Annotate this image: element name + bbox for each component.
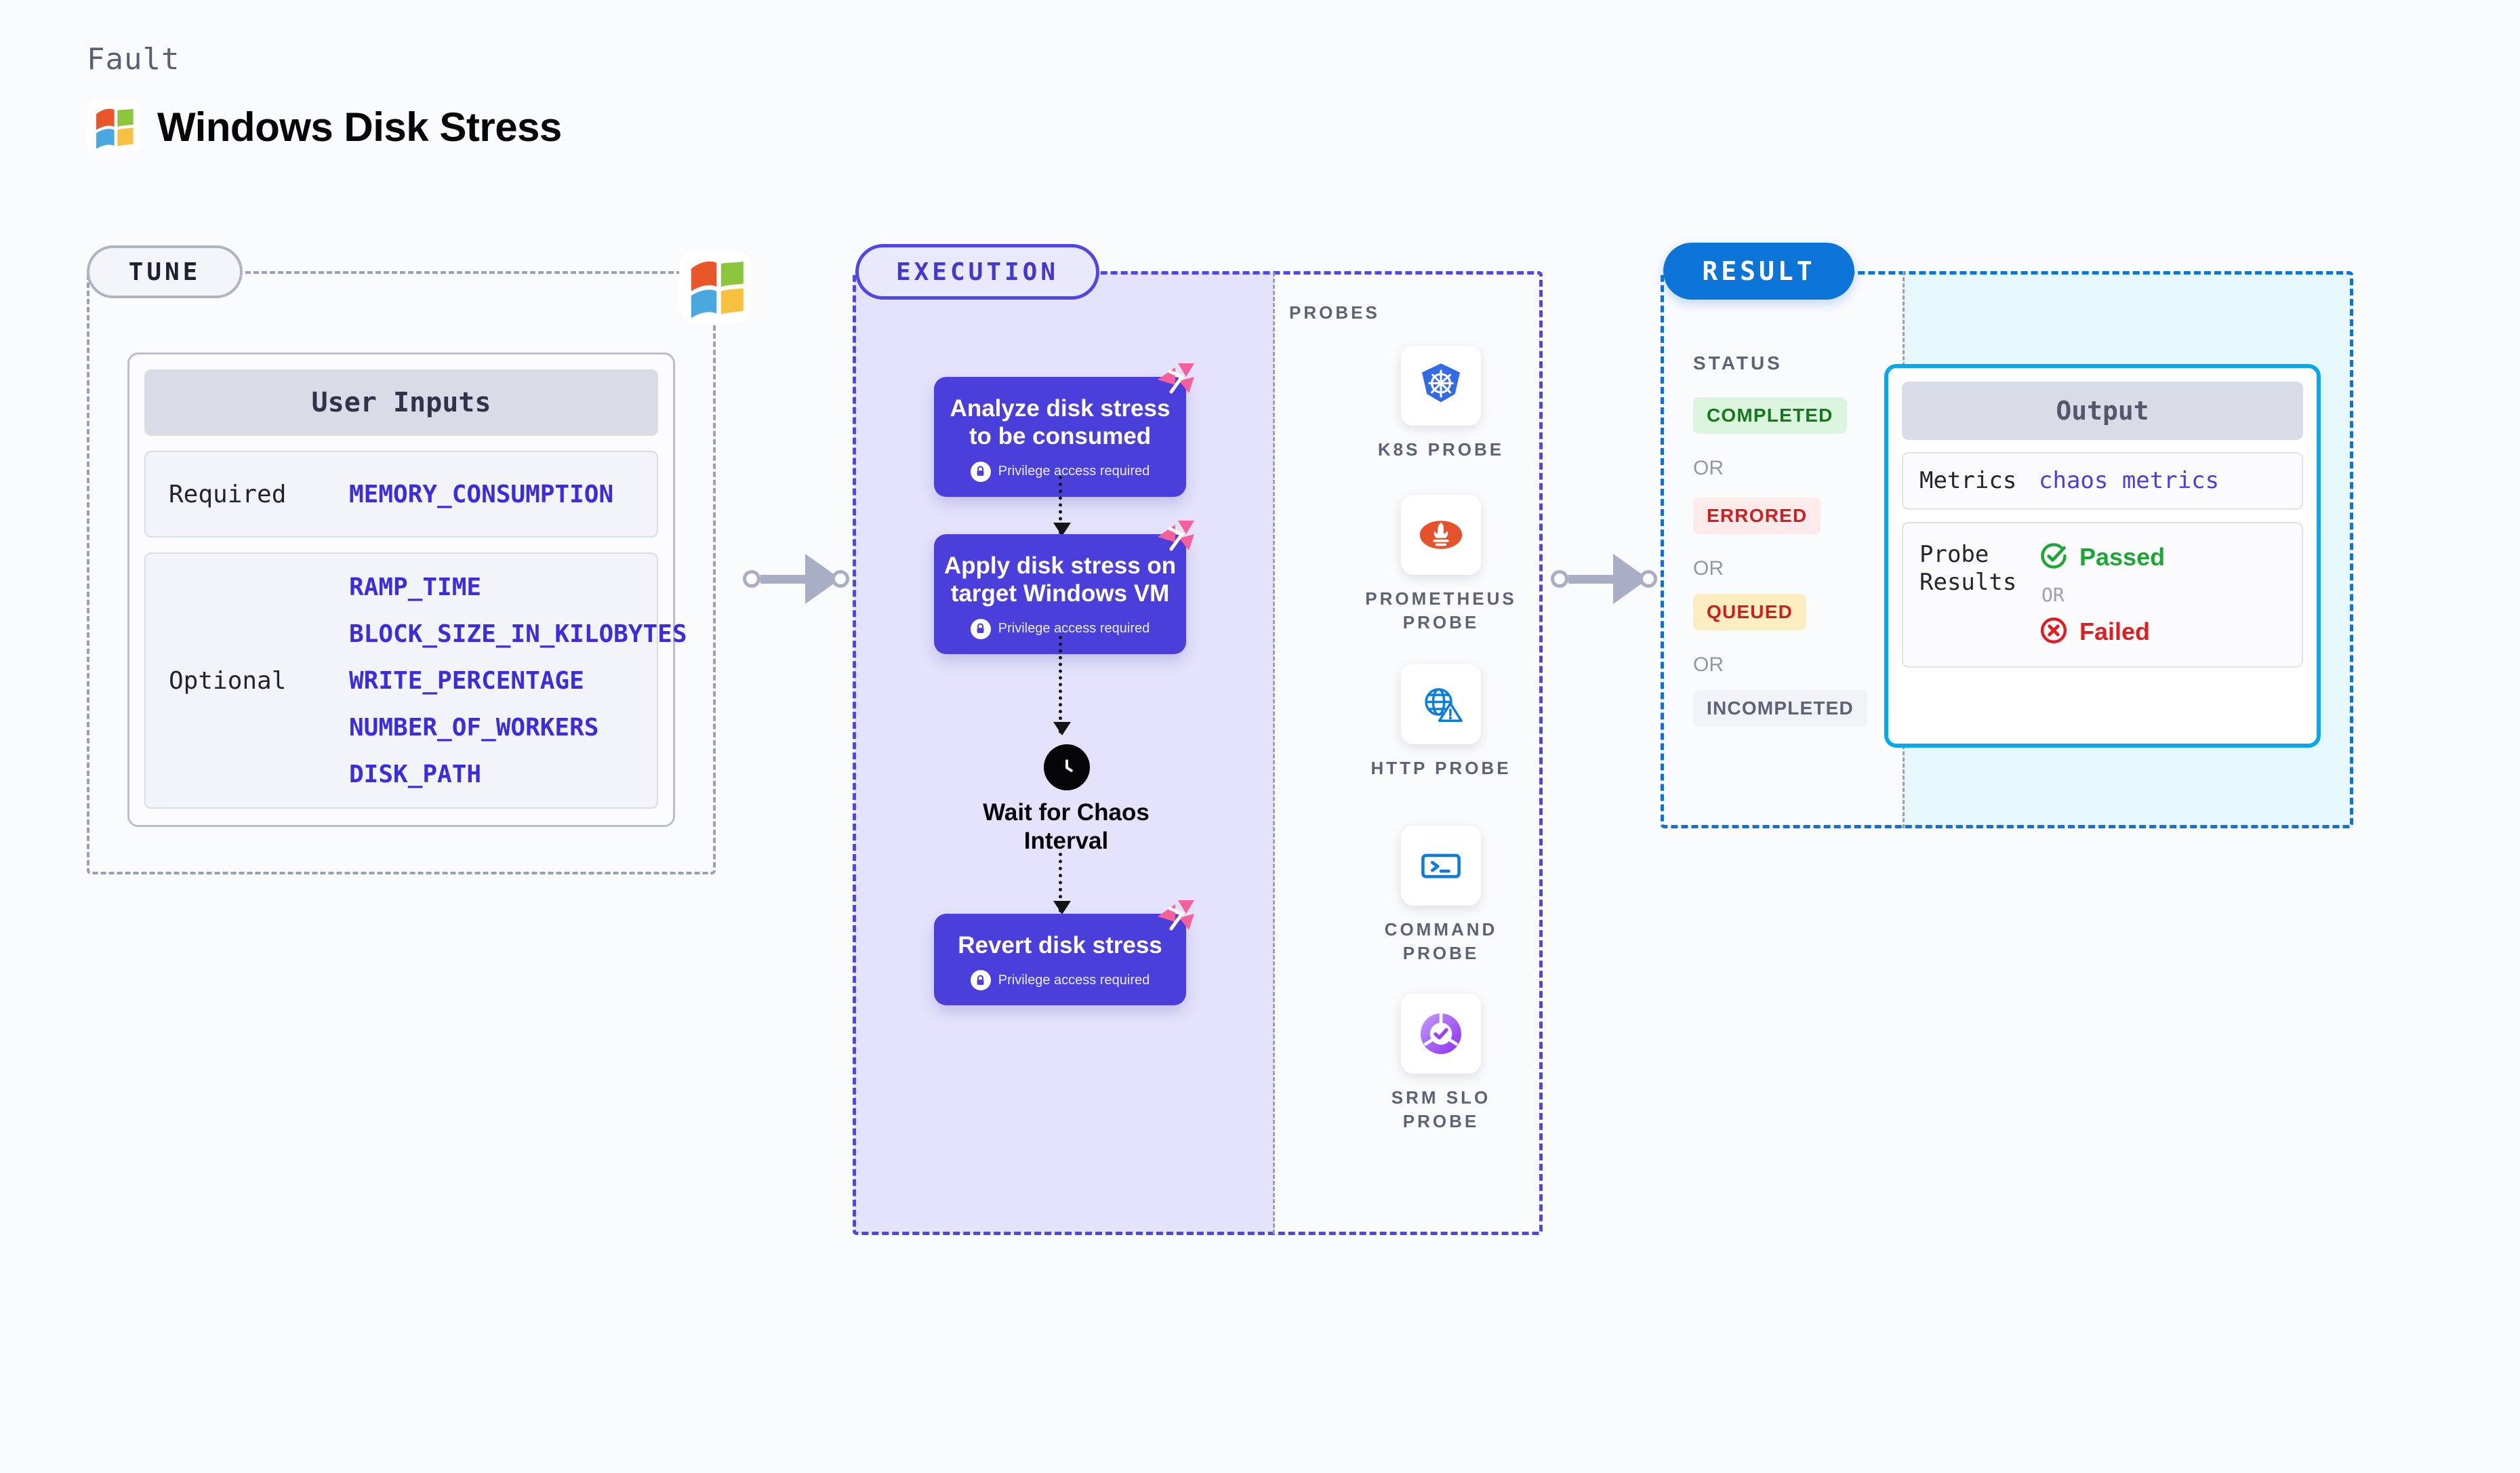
result-panel-border bbox=[1661, 271, 2353, 828]
failed-label: Failed bbox=[2079, 618, 2151, 646]
execution-pill-label: EXECUTION bbox=[855, 244, 1099, 300]
probe-item-k8s[interactable]: K8S PROBE bbox=[1360, 346, 1522, 462]
probe-item-http[interactable]: HTTP PROBE bbox=[1360, 664, 1522, 780]
litmus-chaos-icon bbox=[1155, 362, 1197, 401]
user-inputs-title: User Inputs bbox=[144, 369, 658, 436]
lock-icon bbox=[970, 970, 991, 991]
step-privilege-note: Privilege access required bbox=[970, 970, 1150, 991]
clock-icon bbox=[1044, 744, 1090, 790]
flow-arrow-1 bbox=[1053, 476, 1071, 536]
required-label: Required bbox=[169, 480, 287, 508]
status-badge-completed: COMPLETED bbox=[1693, 397, 1847, 434]
connector-execution-to-result bbox=[1551, 546, 1666, 611]
tune-pill-label: TUNE bbox=[87, 245, 243, 298]
metrics-value: chaos metrics bbox=[2039, 467, 2220, 495]
page-header: Windows Disk Stress bbox=[87, 100, 562, 153]
status-badge-incompleted: INCOMPLETED bbox=[1693, 690, 1867, 727]
required-inputs-row: Required MEMORY_CONSUMPTION bbox=[144, 451, 658, 538]
step-privilege-text: Privilege access required bbox=[998, 621, 1150, 637]
connector-tune-to-execution bbox=[743, 546, 858, 611]
srm-slo-icon bbox=[1401, 994, 1481, 1074]
required-values: MEMORY_CONSUMPTION bbox=[349, 481, 613, 508]
connector-start-dot bbox=[1551, 570, 1568, 588]
step-privilege-note: Privilege access required bbox=[970, 618, 1150, 639]
probe-results-label-text: Probe Results bbox=[1919, 540, 2017, 596]
probe-label: HTTP PROBE bbox=[1370, 758, 1511, 778]
check-circle-icon bbox=[2039, 541, 2069, 574]
probe-label: K8S PROBE bbox=[1377, 439, 1505, 460]
status-badge-queued: QUEUED bbox=[1693, 594, 1806, 630]
tune-panel-border bbox=[87, 271, 716, 874]
probe-results-label: Probe Results bbox=[1903, 541, 2039, 597]
windows-logo-icon bbox=[678, 249, 752, 324]
flow-arrow-3 bbox=[1053, 853, 1071, 914]
status-badge-errored: ERRORED bbox=[1693, 498, 1821, 534]
wait-for-chaos-interval-label: Wait for Chaos Interval bbox=[983, 799, 1150, 854]
probe-result-passed: Passed bbox=[2039, 541, 2165, 574]
output-probe-results-row: Probe Results Passed OR bbox=[1902, 521, 2303, 668]
status-or-3: OR bbox=[1693, 653, 1724, 676]
x-circle-icon bbox=[2039, 616, 2069, 649]
probes-section-label: PROBES bbox=[1289, 302, 1380, 323]
probes-column bbox=[1273, 273, 1541, 1234]
user-inputs-card: User Inputs Required MEMORY_CONSUMPTION … bbox=[127, 352, 687, 827]
probe-result-or: OR bbox=[2041, 583, 2065, 606]
http-globe-warning-icon bbox=[1401, 664, 1481, 744]
terminal-icon bbox=[1401, 826, 1481, 906]
optional-value: WRITE_PERCENTAGE bbox=[349, 666, 584, 695]
status-or-1: OR bbox=[1693, 457, 1724, 479]
optional-value: DISK_PATH bbox=[349, 760, 482, 788]
probe-item-command[interactable]: COMMAND PROBE bbox=[1360, 826, 1522, 965]
output-metrics-row: Metrics chaos metrics bbox=[1902, 452, 2303, 510]
connector-start-dot bbox=[743, 570, 760, 588]
probe-results-values: Passed OR Failed bbox=[2039, 541, 2165, 649]
metrics-label: Metrics bbox=[1919, 467, 2017, 494]
step-privilege-text: Privilege access required bbox=[998, 972, 1150, 988]
connector-end-dot bbox=[1640, 570, 1657, 588]
probe-label: SRM SLO PROBE bbox=[1391, 1087, 1491, 1132]
passed-label: Passed bbox=[2079, 543, 2166, 571]
step-title: Apply disk stress on target Windows VM bbox=[943, 552, 1177, 607]
tune-panel: TUNE User Inputs Required MEMORY_CONSUMP… bbox=[87, 245, 716, 874]
litmus-chaos-icon bbox=[1155, 899, 1197, 938]
probe-item-prometheus[interactable]: PROMETHEUS PROBE bbox=[1360, 495, 1522, 634]
step-privilege-text: Privilege access required bbox=[998, 464, 1150, 479]
optional-inputs-row: Optional RAMP_TIME BLOCK_SIZE_IN_KILOBYT… bbox=[144, 552, 687, 809]
lock-icon bbox=[970, 461, 991, 482]
optional-label: Optional bbox=[169, 666, 287, 695]
optional-value: BLOCK_SIZE_IN_KILOBYTES bbox=[349, 620, 687, 648]
result-pill-label: RESULT bbox=[1663, 243, 1854, 300]
execution-panel-border bbox=[853, 271, 1543, 1235]
page-eyebrow: Fault bbox=[87, 42, 180, 77]
probe-label: PROMETHEUS PROBE bbox=[1365, 588, 1517, 633]
connector-end-dot bbox=[832, 570, 849, 588]
optional-value: NUMBER_OF_WORKERS bbox=[349, 713, 599, 742]
step-title: Analyze disk stress to be consumed bbox=[950, 395, 1171, 450]
kubernetes-icon bbox=[1401, 346, 1481, 426]
optional-value: RAMP_TIME bbox=[349, 573, 482, 601]
litmus-chaos-icon bbox=[1155, 519, 1197, 559]
probe-label: COMMAND PROBE bbox=[1384, 919, 1498, 964]
lock-icon bbox=[970, 618, 991, 639]
page-title: Windows Disk Stress bbox=[157, 104, 562, 150]
status-or-2: OR bbox=[1693, 557, 1724, 580]
prometheus-icon bbox=[1401, 495, 1481, 575]
output-card: Output Metrics chaos metrics Probe Resul… bbox=[1884, 364, 2321, 748]
output-title: Output bbox=[1902, 382, 2303, 440]
required-value: MEMORY_CONSUMPTION bbox=[349, 480, 614, 508]
flow-arrow-2 bbox=[1053, 636, 1071, 735]
execution-step-apply[interactable]: Apply disk stress on target Windows VM P… bbox=[934, 521, 1194, 654]
connector-line bbox=[1568, 574, 1613, 584]
probe-item-srm-slo[interactable]: SRM SLO PROBE bbox=[1360, 994, 1522, 1133]
optional-values: RAMP_TIME BLOCK_SIZE_IN_KILOBYTES WRITE_… bbox=[349, 573, 687, 788]
windows-logo-icon bbox=[87, 100, 140, 153]
step-title: Revert disk stress bbox=[958, 932, 1162, 959]
step-privilege-note: Privilege access required bbox=[970, 461, 1150, 482]
status-section-label: STATUS bbox=[1693, 352, 1783, 374]
connector-line bbox=[760, 574, 805, 584]
execution-step-revert[interactable]: Revert disk stress Privilege access requ… bbox=[934, 900, 1194, 1006]
probe-result-failed: Failed bbox=[2039, 616, 2165, 649]
